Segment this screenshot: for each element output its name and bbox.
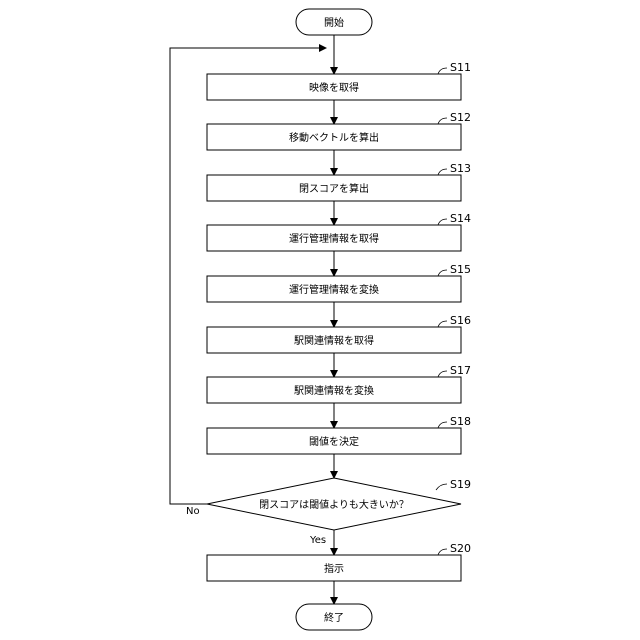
step-s20-tag-leader	[438, 549, 447, 555]
yes-branch-label: Yes	[309, 535, 326, 546]
step-s14: 運行管理情報を取得 S14	[207, 212, 471, 251]
decision-s19-tag-leader	[436, 484, 447, 490]
step-s14-label: 運行管理情報を取得	[289, 232, 379, 245]
step-s11-tag-leader	[438, 68, 447, 74]
step-s17-tag: S17	[450, 364, 471, 377]
decision-s19-tag: S19	[450, 478, 471, 491]
step-s16-label: 駅関連情報を取得	[294, 334, 374, 347]
step-s16-tag: S16	[450, 314, 471, 327]
step-s13-tag-leader	[438, 169, 447, 175]
step-s20-label: 指示	[324, 562, 344, 575]
step-s20: 指示 S20	[207, 542, 471, 581]
step-s18-tag: S18	[450, 415, 471, 428]
step-s13-label: 閉スコアを算出	[299, 182, 369, 195]
step-s16: 駅関連情報を取得 S16	[207, 314, 471, 353]
step-s18: 閾値を決定 S18	[207, 415, 471, 454]
decision-s19: 閉スコアは閾値よりも大きいか？ S19	[207, 478, 471, 530]
step-s12-label: 移動ベクトルを算出	[289, 131, 379, 144]
decision-s19-label: 閉スコアは閾値よりも大きいか？	[259, 498, 409, 511]
start-label: 開始	[324, 16, 344, 29]
step-s11: 映像を取得 S11	[207, 61, 471, 100]
step-s14-tag-leader	[438, 219, 447, 225]
step-s13-tag: S13	[450, 162, 471, 175]
step-s18-tag-leader	[438, 422, 447, 428]
no-branch-label: No	[186, 506, 200, 517]
step-s12: 移動ベクトルを算出 S12	[207, 111, 471, 150]
step-s15-label: 運行管理情報を変換	[289, 283, 379, 296]
step-s15: 運行管理情報を変換 S15	[207, 263, 471, 302]
start-terminator: 開始	[296, 9, 372, 35]
step-s13: 閉スコアを算出 S13	[207, 162, 471, 201]
step-s17-tag-leader	[438, 371, 447, 377]
end-terminator: 終了	[296, 604, 372, 630]
end-label: 終了	[324, 611, 344, 624]
step-s11-label: 映像を取得	[309, 82, 359, 94]
step-s15-tag: S15	[450, 263, 471, 276]
step-s20-tag: S20	[450, 542, 471, 555]
step-s14-tag: S14	[450, 212, 471, 225]
step-s12-tag-leader	[438, 118, 447, 124]
step-s11-tag: S11	[450, 61, 471, 74]
step-s12-tag: S12	[450, 111, 471, 124]
step-s16-tag-leader	[438, 321, 447, 327]
step-s15-tag-leader	[438, 270, 447, 276]
step-s17-label: 駅関連情報を変換	[294, 384, 374, 397]
step-s17: 駅関連情報を変換 S17	[207, 364, 471, 403]
step-s18-label: 閾値を決定	[309, 435, 359, 448]
